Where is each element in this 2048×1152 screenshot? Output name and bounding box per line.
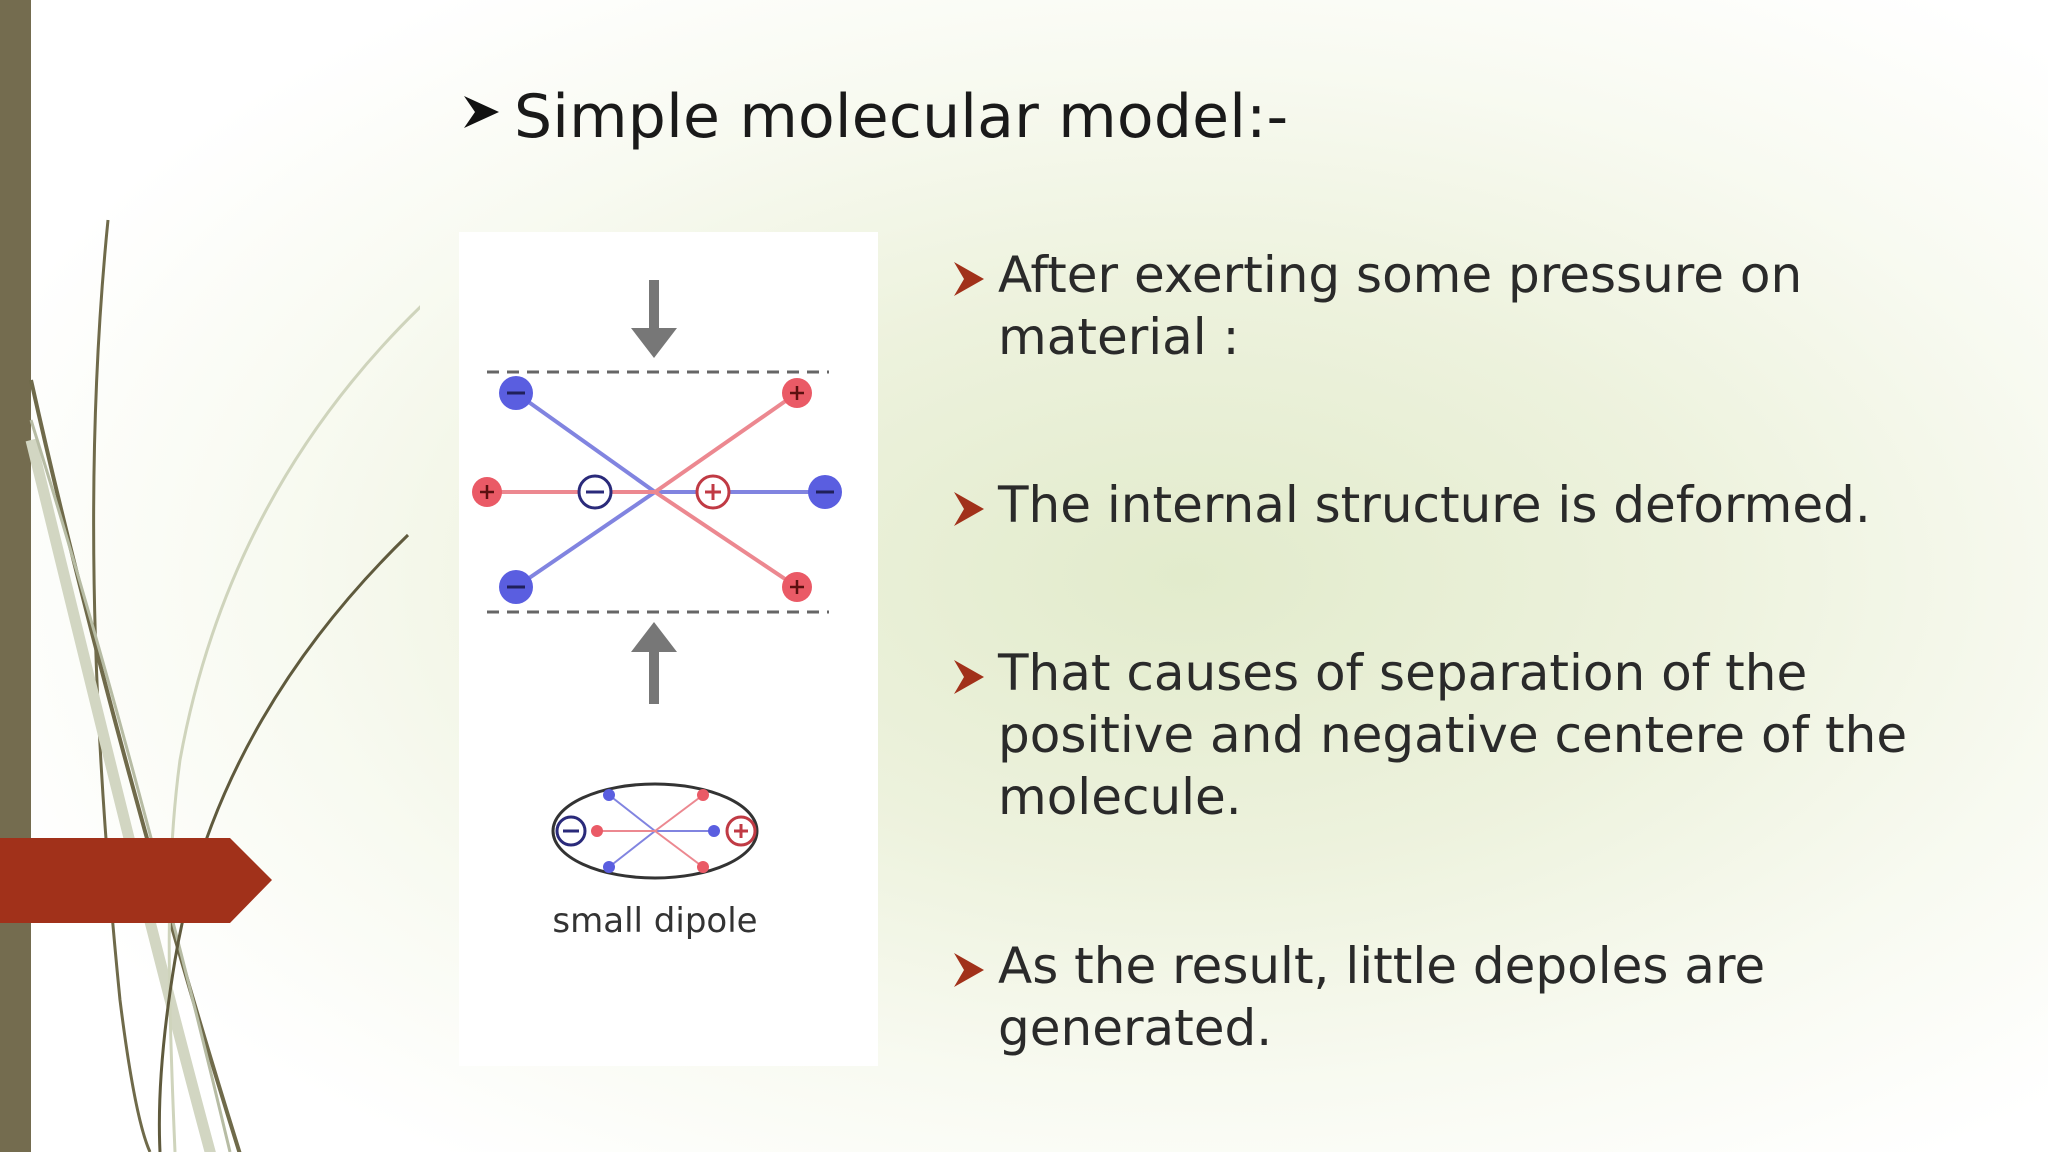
bullet-item: After exerting some pressure on material… [952,244,1992,368]
molecular-model-figure: small dipole [459,232,878,1066]
slide-title-text: Simple molecular model:- [514,82,1289,152]
bullet-text: That causes of separation of the positiv… [998,644,1908,826]
negative-charge-icon [499,570,533,604]
bullet-item: The internal structure is deformed. [952,474,1992,536]
positive-charge-icon [782,378,812,408]
down-compression-arrow-icon [631,280,677,358]
positive-charge-icon [782,572,812,602]
dipole-diagram: small dipole [472,280,842,941]
red-arrow-bullet-icon [954,953,984,987]
negative-charge-icon [808,475,842,509]
positive-charge-icon [472,477,502,507]
figure-caption: small dipole [552,901,757,941]
red-arrow-bullet-icon [954,660,984,694]
bullet-text: The internal structure is deformed. [998,476,1871,534]
bullet-item: That causes of separation of the positiv… [952,642,1992,828]
negative-charge-icon [499,376,533,410]
red-arrow-bullet-icon [954,262,984,296]
red-arrow-banner [0,838,272,923]
bullet-text: As the result, little depoles are genera… [998,937,1766,1057]
small-dipole-icon [551,782,759,880]
bullet-text: After exerting some pressure on material… [998,246,1803,366]
left-accent-bar [0,0,31,1152]
bullet-item: As the result, little depoles are genera… [952,935,1992,1059]
positive-center-icon [695,474,731,510]
red-arrow-bullet-icon [954,492,984,526]
arrow-bullet-icon [464,96,499,128]
negative-center-icon [577,474,613,510]
up-compression-arrow-icon [631,622,677,704]
